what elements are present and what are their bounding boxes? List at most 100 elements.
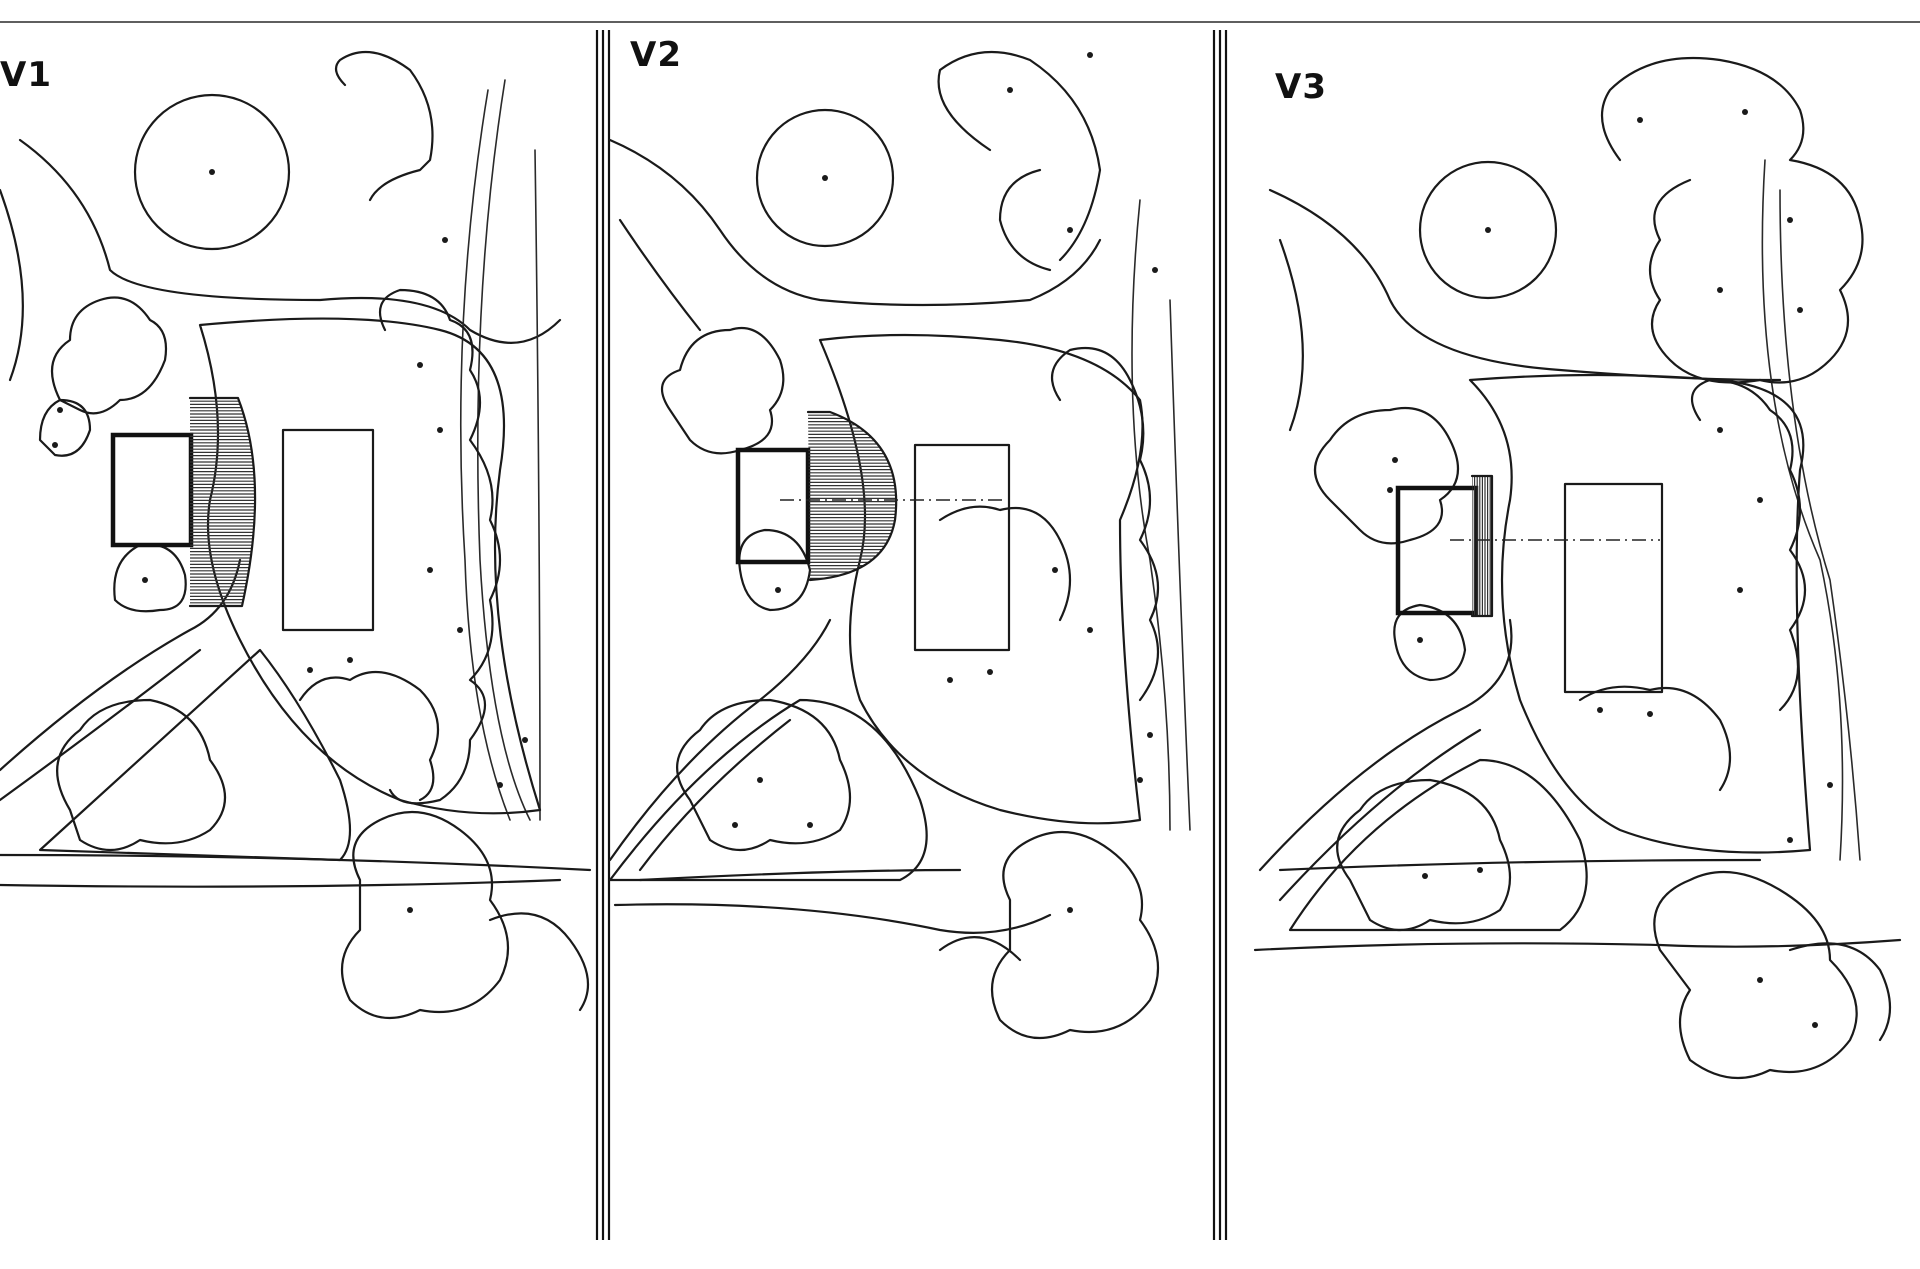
variant-label: V2 [630, 35, 682, 75]
tree-trunk-dot [1717, 287, 1723, 293]
tree-cluster [56, 698, 227, 851]
tree-trunk-dot [1485, 227, 1491, 233]
tree-trunk-dot [1087, 52, 1093, 58]
tree-trunk-dot [1422, 873, 1428, 879]
tree-trunk-dot [442, 237, 448, 243]
tree-trunk-dot [1647, 711, 1653, 717]
tree-trunk-dot [457, 627, 463, 633]
tree-trunk-dot [1787, 837, 1793, 843]
tree-trunk-dot [407, 907, 413, 913]
tree-trunk-dot [497, 782, 503, 788]
lawn-outline [818, 333, 1144, 825]
tree-cluster [998, 168, 1052, 272]
tree-trunk-dot [417, 362, 423, 368]
road [613, 903, 1052, 934]
path-curve [1278, 238, 1304, 432]
lane [1761, 159, 1844, 861]
drive [1258, 618, 1513, 872]
lane [476, 79, 531, 821]
tree-trunk-dot [437, 427, 443, 433]
meadow-outline [1288, 758, 1588, 932]
tree-canopy [755, 108, 895, 248]
tree-trunk-dot [142, 577, 148, 583]
garden-room [281, 428, 375, 632]
tree-trunk-dot [1717, 427, 1723, 433]
tree-cluster [1314, 406, 1460, 545]
tree-trunk-dot [1052, 567, 1058, 573]
tree-trunk-dot [1812, 1022, 1818, 1028]
road [638, 868, 962, 882]
panel-divider-2 [1212, 30, 1228, 1240]
lane [459, 89, 511, 821]
tree-cluster [938, 936, 1022, 962]
house-footprint [735, 447, 811, 565]
drive [0, 558, 242, 772]
tree-trunk-dot [1387, 487, 1393, 493]
tree-trunk-dot [757, 777, 763, 783]
terrace-edge [1470, 474, 1494, 618]
lane [1169, 299, 1191, 831]
meadow-outline [608, 698, 928, 882]
tree-cluster [50, 296, 168, 415]
tree-trunk-dot [1087, 627, 1093, 633]
tree-trunk-dot [1637, 117, 1643, 123]
tree-trunk-dot [57, 407, 63, 413]
tree-trunk-dot [1152, 267, 1158, 273]
tree-trunk-dot [1477, 867, 1483, 873]
tree-cluster [38, 398, 92, 457]
tree-canopy [1418, 160, 1558, 300]
tree-trunk-dot [1737, 587, 1743, 593]
panel-v3: V3 [1253, 56, 1902, 1080]
tree-cluster [660, 326, 785, 455]
tree-canopy [1393, 603, 1467, 682]
tree-trunk-dot [1137, 777, 1143, 783]
tree-trunk-dot [1067, 907, 1073, 913]
drive [608, 618, 832, 862]
road [0, 878, 562, 888]
tree-trunk-dot [307, 667, 313, 673]
tree-trunk-dot [807, 822, 813, 828]
tree-cluster [676, 698, 851, 851]
tree-cluster [298, 670, 440, 802]
tree-canopy [334, 50, 434, 202]
tree-trunk-dot [522, 737, 528, 743]
tree-cluster [1788, 942, 1891, 1042]
lawn-outline [198, 317, 542, 815]
tree-canopy [937, 50, 1102, 262]
house-footprint [1395, 485, 1479, 616]
tree-trunk-dot [1827, 782, 1833, 788]
tree-trunk-dot [987, 669, 993, 675]
tree-trunk-dot [209, 169, 215, 175]
terrace-hatch [1472, 476, 1491, 616]
tree-trunk-dot [52, 442, 58, 448]
path-curve [18, 138, 562, 344]
tree-cluster [1578, 685, 1731, 792]
tree-trunk-dot [1417, 637, 1423, 643]
tree-trunk-dot [1597, 707, 1603, 713]
meadow-outline [38, 648, 352, 862]
tree-trunk-dot [347, 657, 353, 663]
terrace-edge [188, 396, 257, 608]
tree-trunk-dot [1147, 732, 1153, 738]
house-footprint [110, 432, 194, 548]
path-curve [608, 138, 1102, 307]
tree-trunk-dot [1787, 217, 1793, 223]
tree-cluster [1336, 778, 1511, 931]
tree-trunk-dot [822, 175, 828, 181]
tree-cluster [1690, 378, 1807, 712]
tree-trunk-dot [1392, 457, 1398, 463]
garden-room [913, 443, 1011, 652]
tree-trunk-dot [775, 587, 781, 593]
tree-cluster [1600, 56, 1864, 384]
drive [1278, 728, 1482, 902]
tree-trunk-dot [1742, 109, 1748, 115]
tree-trunk-dot [1797, 307, 1803, 313]
tree-cluster [990, 830, 1160, 1040]
tree-canopy [738, 528, 812, 612]
garden-room [1563, 482, 1664, 694]
tree-trunk-dot [732, 822, 738, 828]
tree-cluster [340, 810, 510, 1020]
tree-cluster [938, 505, 1072, 622]
tree-cluster [1653, 870, 1858, 1080]
